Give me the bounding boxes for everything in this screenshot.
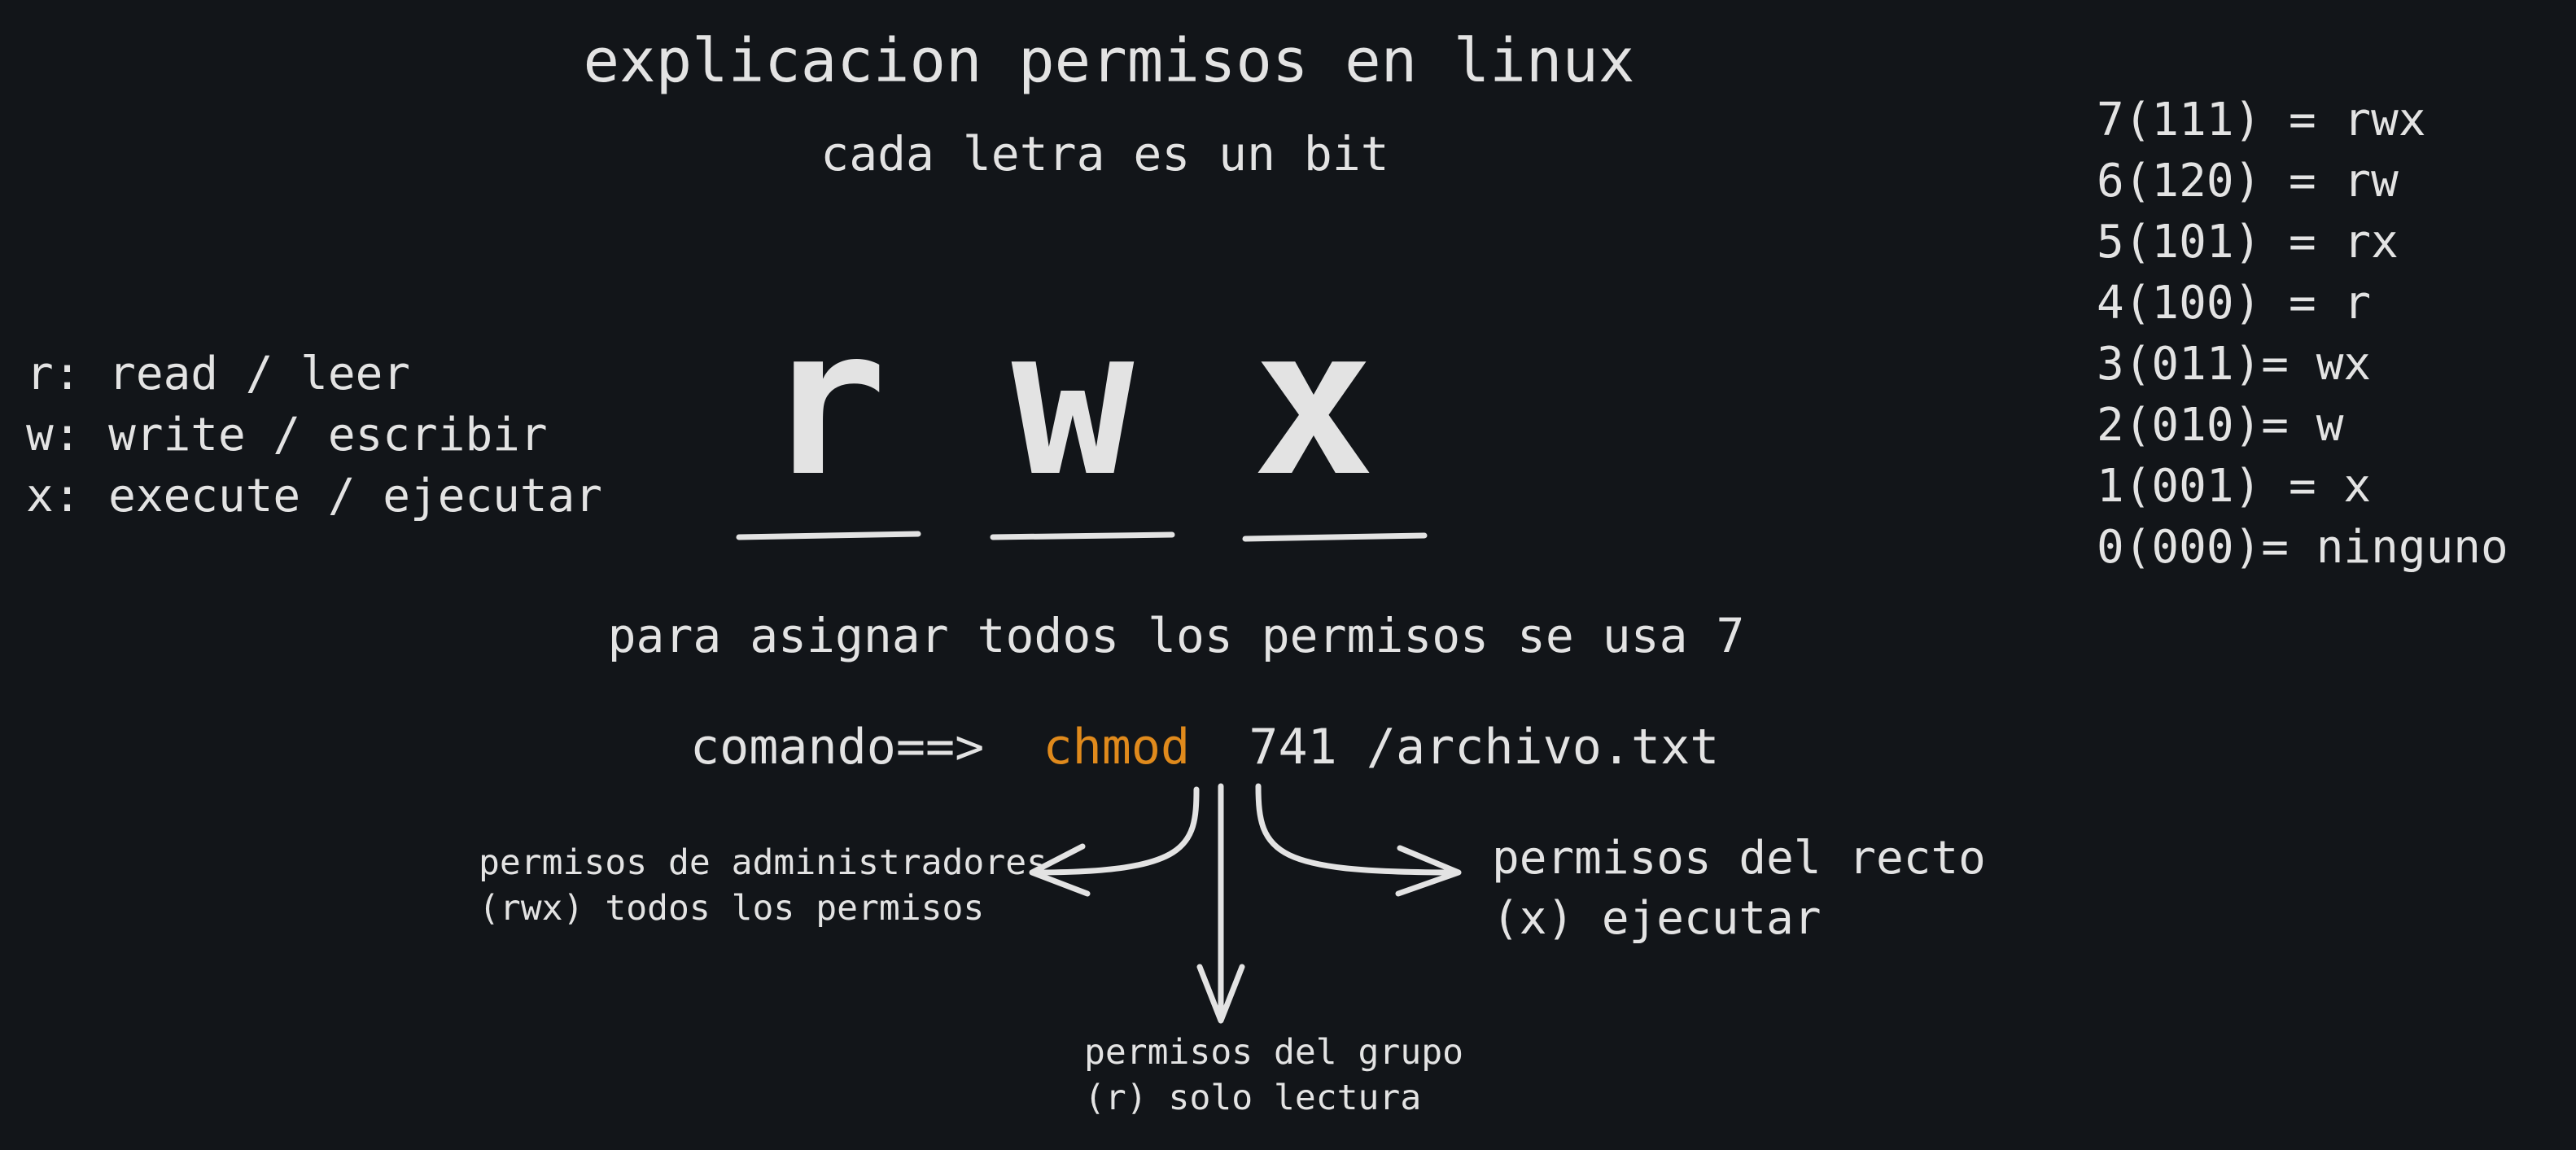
admin-note-line1: permisos de administradores [479,842,1047,883]
octal-row-6: 6(120) = rw [2097,155,2399,208]
diagram-subtitle: cada letra es un bit [820,126,1389,181]
group-note-line2: (r) solo lectura [1084,1078,1422,1118]
octal-row-0: 0(000)= ninguno [2097,521,2508,574]
diagram-title: explicacion permisos en linux [583,26,1635,96]
octal-row-1: 1(001) = x [2097,460,2372,513]
octal-row-2: 2(010)= w [2097,399,2344,452]
underline-w [990,531,1175,540]
other-note: permisos del recto (x) ejecutar [1492,829,1986,949]
command-line: comando==> chmod 741 /archivo.txt [690,723,1719,772]
legend-item-execute: x: execute / ejecutar [26,470,603,523]
octal-row-7: 7(111) = rwx [2097,94,2426,146]
command-mode: 741 [1249,719,1337,776]
other-note-line2: (x) ejecutar [1492,892,1822,945]
octal-row-3: 3(011)= wx [2097,338,2372,391]
chmod-keyword: chmod [1043,719,1191,776]
command-file: /archivo.txt [1366,719,1720,776]
legend-item-read: r: read / leer [26,348,411,400]
arrow-group-head [1196,964,1245,1024]
underline-r [736,531,921,540]
octal-row-4: 4(100) = r [2097,277,2372,330]
letter-r: r [764,284,888,521]
info-text: para asignar todos los permisos se usa 7 [607,608,1745,663]
arrow-admin [1030,786,1200,876]
arrow-other [1255,783,1460,876]
octal-row-5: 5(101) = rx [2097,216,2399,269]
letter-x: x [1252,284,1375,521]
arrow-other-head [1395,845,1462,897]
letter-w: w [1011,284,1135,521]
group-note-line1: permisos del grupo [1084,1032,1463,1073]
octal-table: 7(111) = rwx 6(120) = rw 5(101) = rx 4(1… [2097,90,2508,578]
command-prefix: comando==> [690,719,985,776]
group-note: permisos del grupo (r) solo lectura [1084,1030,1463,1121]
permission-legend: r: read / leer w: write / escribir x: ex… [26,343,602,527]
underline-x [1242,532,1428,542]
admin-note: permisos de administradores (rwx) todos l… [479,840,1047,931]
other-note-line1: permisos del recto [1492,832,1986,885]
legend-item-write: w: write / escribir [26,409,548,461]
admin-note-line2: (rwx) todos los permisos [479,888,985,929]
arrow-admin-head [1029,843,1091,897]
